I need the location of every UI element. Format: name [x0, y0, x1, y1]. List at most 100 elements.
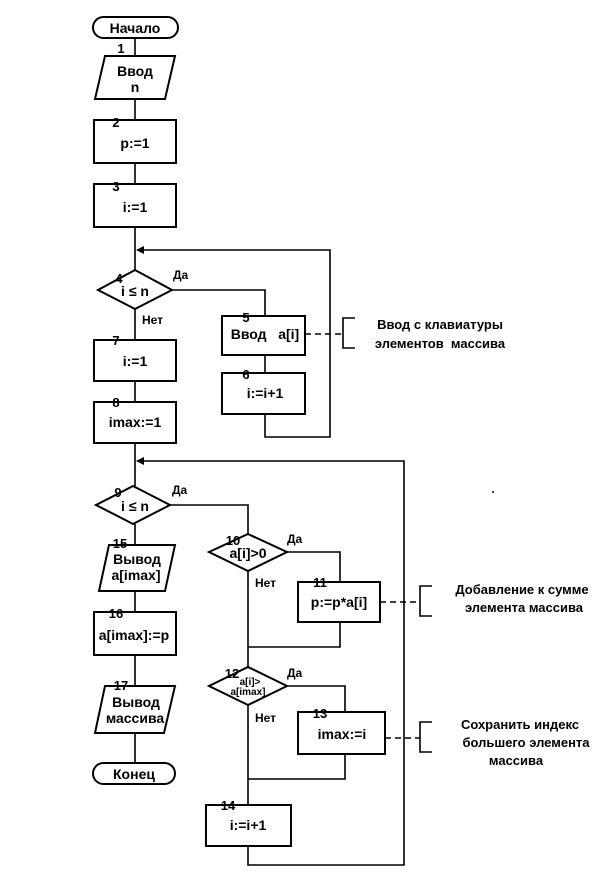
comment-3-line-3: массива: [489, 753, 544, 768]
block-11-number: 11: [313, 575, 327, 590]
comment-bracket: [419, 585, 432, 617]
comment-3-line-2: большего элемента: [462, 735, 590, 750]
start-terminal: Начало: [92, 16, 179, 39]
block-8-shape: [93, 401, 177, 444]
block-13-process: 13 imax:=i: [297, 706, 386, 755]
block-8-number: 8: [112, 395, 119, 410]
block-1-label-1: Ввод: [117, 63, 153, 79]
block-4-no-label: Нет: [142, 313, 163, 327]
comment-3-line-1: Сохранить индекс: [461, 717, 579, 732]
block-1-label-2: n: [131, 79, 140, 95]
block-1-shape: [93, 55, 177, 100]
block-11-shape: [297, 581, 381, 623]
block-17-label-2: массива: [106, 710, 165, 726]
block-9-decision: 9 i ≤ n Да: [93, 483, 188, 526]
comment-input-elements: Ввод с клавиатуры элементов массива: [375, 317, 506, 351]
block-2-label: p:=1: [120, 135, 149, 151]
block-5-label: Ввод a[i]: [231, 326, 299, 342]
block-4-decision: 4 i ≤ n Да Нет: [95, 268, 189, 327]
comment-bracket: [419, 721, 432, 753]
block-15-shape: [97, 544, 177, 592]
comment-add-to-sum: Добавление к сумме элемента массива: [455, 582, 588, 615]
block-7-shape: [93, 339, 177, 382]
block-2-shape: [93, 119, 177, 164]
block-12-no-label: Нет: [255, 711, 276, 725]
block-10-decision: 10 a[i]>0 Да Нет: [206, 532, 303, 590]
merge-line: [248, 754, 346, 780]
block-3-shape: [93, 183, 177, 228]
block-5-number: 5: [242, 310, 249, 325]
start-shape: [92, 16, 179, 39]
block-10-number: 10: [226, 533, 240, 548]
block-9-label: i ≤ n: [121, 498, 149, 514]
yes-branch-line: [287, 685, 346, 712]
block-10-no-label: Нет: [255, 576, 276, 590]
block-15-label-2: a[imax]: [111, 567, 160, 583]
block-15-label-1: Вывод: [113, 551, 161, 567]
block-15-output: 15 Вывод a[imax]: [97, 536, 177, 592]
block-14-process: 14 i:=i+1: [205, 798, 292, 847]
yes-branch-line: [287, 551, 341, 582]
loop-arrow: [136, 246, 144, 254]
end-label: Конец: [113, 766, 155, 782]
block-16-process: 16 a[imax]:=p: [93, 606, 177, 656]
block-6-number: 6: [242, 367, 249, 382]
block-14-shape: [205, 804, 292, 847]
block-4-number: 4: [115, 271, 123, 286]
block-10-label: a[i]>0: [230, 545, 267, 561]
block-13-shape: [297, 711, 386, 755]
block-16-label: a[imax]:=p: [99, 627, 169, 643]
block-6-process: 6 i:=i+1: [221, 367, 306, 415]
start-label: Начало: [110, 20, 161, 36]
block-10-shape: [206, 532, 290, 573]
block-7-label: i:=1: [123, 353, 148, 369]
block-4-label: i ≤ n: [121, 283, 149, 299]
comment-2-line-1: Добавление к сумме: [455, 582, 588, 597]
block-9-shape: [93, 484, 173, 526]
block-12-label-2: a[imax]: [230, 687, 265, 698]
block-14-label: i:=i+1: [230, 817, 267, 833]
block-12-yes-label: Да: [287, 666, 303, 680]
block-8-label: imax:=1: [109, 414, 162, 430]
loop-arrow: [136, 457, 144, 465]
block-6-label: i:=i+1: [247, 385, 284, 401]
block-13-number: 13: [313, 706, 327, 721]
block-10-yes-label: Да: [287, 532, 303, 546]
block-17-shape: [93, 685, 177, 734]
block-17-label-1: Вывод: [112, 694, 160, 710]
yes-branch-line: [170, 504, 249, 534]
block-2-process: 2 p:=1: [93, 115, 177, 164]
loop-back-line: [137, 249, 331, 438]
block-17-output: 17 Вывод массива: [93, 678, 177, 734]
block-9-yes-label: Да: [172, 483, 188, 497]
block-7-number: 7: [112, 333, 119, 348]
end-shape: [92, 762, 176, 785]
block-5-shape: [221, 315, 306, 356]
loop-back-line: [137, 460, 405, 866]
block-14-number: 14: [221, 798, 236, 813]
yes-branch-line: [172, 289, 266, 316]
block-12-decision: 12 a[i]> a[imax] Да Нет: [206, 665, 303, 725]
block-8-process: 8 imax:=1: [93, 395, 177, 444]
block-12-shape: [206, 665, 290, 707]
block-4-shape: [95, 268, 175, 311]
block-11-label: p:=p*a[i]: [311, 594, 367, 610]
block-1-input: 1 Ввод n: [93, 41, 177, 100]
comment-1-line-2: элементов массива: [375, 336, 506, 351]
block-11-process: 11 p:=p*a[i]: [297, 575, 381, 623]
block-9-number: 9: [114, 485, 121, 500]
block-6-shape: [221, 372, 306, 415]
stray-dot: [492, 491, 494, 493]
comment-2-line-2: элемента массива: [465, 600, 584, 615]
block-2-number: 2: [112, 115, 119, 130]
block-4-yes-label: Да: [173, 268, 189, 282]
block-3-process: 3 i:=1: [93, 179, 177, 228]
block-12-number: 12: [225, 666, 239, 681]
block-12-label-1: a[i]>: [240, 677, 261, 688]
comment-save-index: Сохранить индекс большего элемента масси…: [461, 717, 590, 768]
block-16-number: 16: [109, 606, 123, 621]
block-3-number: 3: [112, 179, 119, 194]
end-terminal: Конец: [92, 762, 176, 785]
